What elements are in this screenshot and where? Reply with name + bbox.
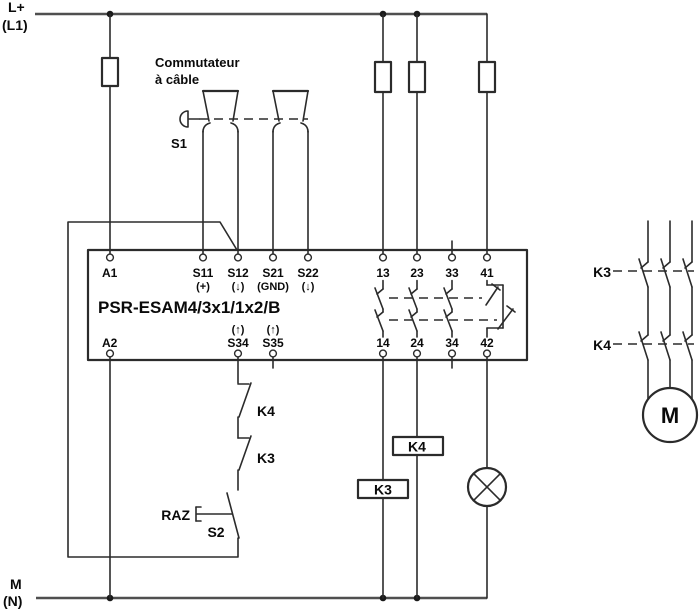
chain-k3-label: K3 xyxy=(257,450,275,466)
fuse-symbol xyxy=(373,60,393,94)
terminal-a1 xyxy=(105,253,115,262)
fuse-symbol xyxy=(407,60,427,94)
fuse-symbol xyxy=(477,60,497,94)
coil-k3-label: K3 xyxy=(374,482,392,498)
cable-pull-switch: Commutateur à câble S1 xyxy=(155,55,310,255)
phase-line-3 xyxy=(682,220,693,400)
indicator-lamp-symbol xyxy=(466,356,508,599)
label-a1: A1 xyxy=(102,266,118,280)
relay-model-label: PSR-ESAM4/3x1/1x2/B xyxy=(98,298,280,317)
motor-power-circuit: K3 K4 M xyxy=(593,220,699,444)
raz-label: RAZ xyxy=(161,507,190,523)
terminal-33 xyxy=(447,253,457,262)
chain-k4-label: K4 xyxy=(257,403,275,419)
contactor-k4-label: K4 xyxy=(593,337,611,353)
terminal-24 xyxy=(412,349,422,358)
terminal-s21 xyxy=(268,253,278,262)
terminal-13 xyxy=(378,253,388,262)
plunger-icon xyxy=(179,110,189,128)
phase-line-1 xyxy=(638,220,649,400)
label-24: 24 xyxy=(410,336,424,350)
label-14: 14 xyxy=(376,336,390,350)
label-42: 42 xyxy=(480,336,494,350)
label-23: 23 xyxy=(410,266,424,280)
terminal-42 xyxy=(482,349,492,358)
terminal-14 xyxy=(378,349,388,358)
reset-loop-wire xyxy=(67,221,239,558)
label-s35-sup: (↑) xyxy=(267,324,280,336)
reset-chain: K4 K3 RAZ S2 xyxy=(109,356,275,599)
label-s34: S34 xyxy=(227,336,249,350)
label-13: 13 xyxy=(376,266,390,280)
switch-contact-pair-1 xyxy=(201,89,240,255)
motor-label: M xyxy=(661,403,679,428)
power-rails: L+ (L1) M (N) xyxy=(2,0,487,609)
terminal-a2 xyxy=(105,349,115,358)
relay-outline xyxy=(86,248,529,362)
label-s21-sub: (GND) xyxy=(257,281,289,293)
label-s22: S22 xyxy=(297,266,319,280)
terminal-s12 xyxy=(233,253,243,262)
contact-hook xyxy=(230,122,239,133)
terminal-34 xyxy=(447,349,457,358)
fuse-symbol xyxy=(100,56,120,88)
label-s35: S35 xyxy=(262,336,284,350)
label-s12: S12 xyxy=(227,266,249,280)
output-circuits: K3 K4 xyxy=(356,356,508,599)
terminal-s35 xyxy=(268,349,278,358)
relay-terminals-top xyxy=(105,240,492,262)
rail-label-lplus: L+ xyxy=(8,0,25,15)
motor-symbol: M xyxy=(641,386,699,444)
terminal-41 xyxy=(482,253,492,262)
no-contact-33-34 xyxy=(443,279,453,338)
supply-feeders xyxy=(100,13,497,255)
label-34: 34 xyxy=(445,336,459,350)
label-s12-sub: (↓) xyxy=(232,281,245,293)
contact-hook xyxy=(300,122,309,133)
coil-k4-symbol xyxy=(391,435,445,457)
rail-label-n: (N) xyxy=(3,593,22,609)
nc-contact-k3 xyxy=(237,435,252,491)
label-s11-sub: (+) xyxy=(196,281,210,293)
nc-contact-41-42 xyxy=(485,279,516,338)
contactor-k3-label: K3 xyxy=(593,264,611,280)
terminal-s11 xyxy=(198,253,208,262)
label-41: 41 xyxy=(480,266,494,280)
safety-relay-module: PSR-ESAM4/3x1/1x2/B xyxy=(86,240,529,369)
terminal-s22 xyxy=(303,253,313,262)
label-a2: A2 xyxy=(102,336,118,350)
switch-actuator-label: S1 xyxy=(171,136,187,151)
cable-switch-label-line2: à câble xyxy=(155,72,199,87)
terminal-23 xyxy=(412,253,422,262)
no-contact-23-24 xyxy=(408,279,418,338)
coil-k4-label: K4 xyxy=(408,439,426,455)
relay-internal-contacts xyxy=(374,279,516,338)
label-s34-sup: (↑) xyxy=(232,324,245,336)
label-s22-sub: (↓) xyxy=(302,281,315,293)
label-33: 33 xyxy=(445,266,459,280)
rail-label-l1: (L1) xyxy=(2,17,28,33)
no-contact-13-14 xyxy=(374,279,384,338)
relay-terminal-labels: A1 S11 (+) S12 (↓) S21 (GND) S22 (↓) 13 … xyxy=(102,266,494,350)
s2-label: S2 xyxy=(207,524,224,540)
switch-contact-pair-2 xyxy=(271,89,310,255)
nc-contact-k4 xyxy=(237,382,252,439)
reset-button-s2 xyxy=(195,492,240,539)
contact-hook xyxy=(272,122,281,133)
contact-hook xyxy=(202,122,211,133)
rail-label-m: M xyxy=(10,576,22,592)
terminal-s34 xyxy=(233,349,243,358)
label-s11: S11 xyxy=(193,266,214,280)
label-s21: S21 xyxy=(262,266,284,280)
cable-switch-label-line1: Commutateur xyxy=(155,55,240,70)
phase-line-2 xyxy=(660,220,671,389)
